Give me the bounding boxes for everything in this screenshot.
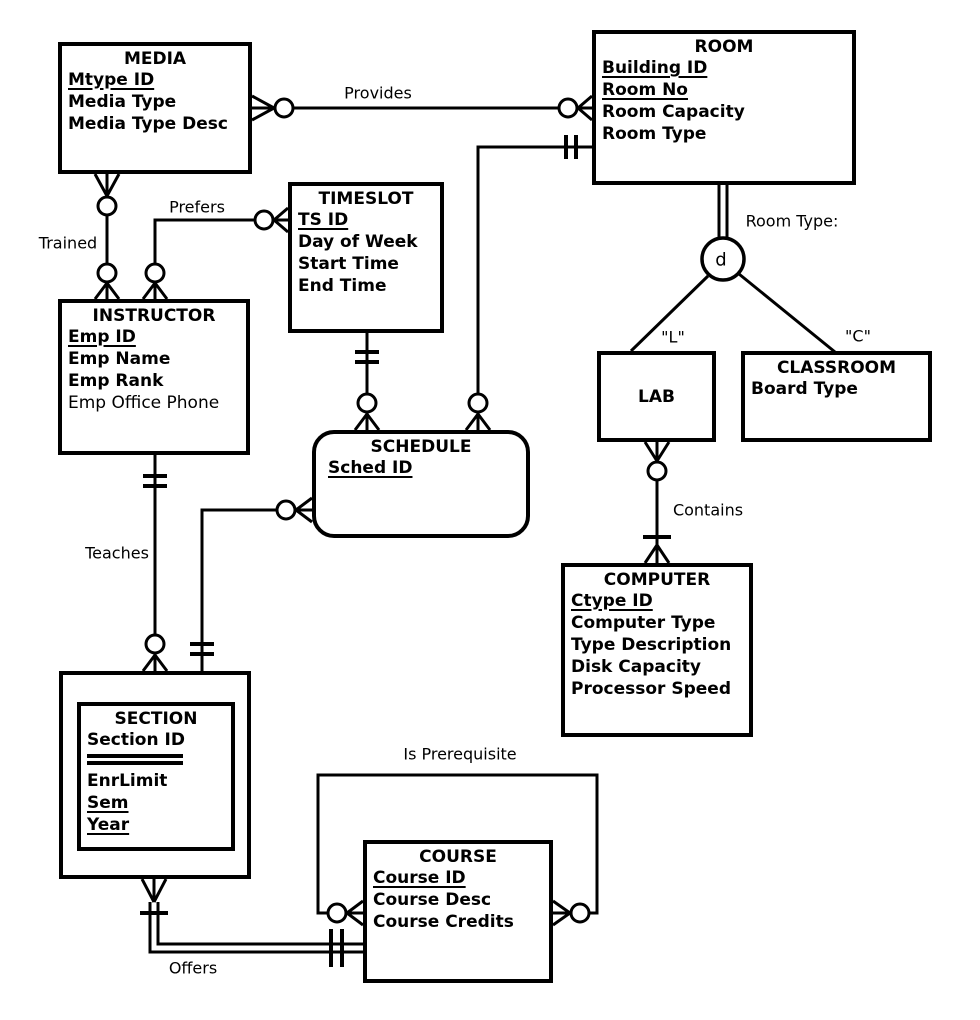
is-prerequisite-label: Is Prerequisite: [403, 744, 517, 764]
timeslot-attr-ts-id: TS ID: [298, 210, 349, 230]
computer-attr-type-description: Type Description: [571, 635, 732, 655]
room-attr-building-id: Building ID: [602, 58, 708, 78]
contains-label: Contains: [672, 500, 744, 520]
entity-lab-title: LAB: [638, 386, 675, 407]
entity-course-title: COURSE: [419, 847, 497, 867]
prefers-label: Prefers: [169, 197, 225, 217]
provides-connector: [251, 94, 593, 122]
computer-attr-computer-type: Computer Type: [571, 613, 716, 633]
subtype-discriminator-label: d: [715, 249, 727, 271]
entity-media: MEDIA Mtype ID Media Type Media Type Des…: [58, 42, 252, 174]
room-attr-room-capacity: Room Capacity: [602, 102, 745, 122]
entity-lab: LAB: [597, 351, 716, 442]
instructor-attr-emp-office-phone: Emp Office Phone: [68, 393, 220, 413]
room-attr-room-type: Room Type: [602, 124, 707, 144]
media-attr-media-type: Media Type: [68, 92, 177, 112]
teaches-connector: [141, 455, 169, 672]
teaches-label: Teaches: [85, 543, 149, 563]
section-attr-enrlimit: EnrLimit: [87, 771, 168, 791]
entity-timeslot: TIMESLOT TS ID Day of Week Start Time En…: [288, 182, 444, 333]
instructor-attr-emp-rank: Emp Rank: [68, 371, 164, 391]
timeslot-attr-end-time: End Time: [298, 276, 387, 296]
media-attr-media-type-desc: Media Type Desc: [68, 114, 228, 134]
entity-computer-title: COMPUTER: [603, 570, 711, 590]
offers-label: Offers: [168, 958, 218, 978]
trained-label: Trained: [38, 233, 98, 253]
schedule-attr-sched-id: Sched ID: [328, 458, 413, 478]
instructor-attr-emp-id: Emp ID: [68, 327, 136, 347]
section-id-double-underline: [87, 754, 183, 765]
timeslot-attr-day-of-week: Day of Week: [298, 232, 418, 252]
provides-label: Provides: [344, 83, 412, 103]
lab-code-label: "L": [661, 327, 685, 347]
schedule-section-connector: [190, 496, 313, 671]
room-type-label: Room Type:: [745, 211, 839, 231]
room-schedule-connector: [464, 135, 592, 431]
entity-section-outer: SECTION Section ID EnrLimit Sem Year: [59, 671, 251, 879]
entity-classroom-title: CLASSROOM: [776, 358, 897, 378]
entity-section: SECTION Section ID EnrLimit Sem Year: [77, 702, 235, 851]
timeslot-schedule-connector: [353, 333, 381, 431]
timeslot-attr-start-time: Start Time: [298, 254, 399, 274]
entity-course: COURSE Course ID Course Desc Course Cred…: [363, 840, 553, 983]
instructor-attr-emp-name: Emp Name: [68, 349, 171, 369]
media-attr-mtype-id: Mtype ID: [68, 70, 155, 90]
course-attr-course-id: Course ID: [373, 868, 466, 888]
prefers-connector: [141, 206, 289, 300]
section-attr-section-id: Section ID: [87, 730, 185, 750]
computer-attr-disk-capacity: Disk Capacity: [571, 657, 701, 677]
entity-classroom: CLASSROOM Board Type: [741, 351, 932, 442]
entity-instructor-title: INSTRUCTOR: [92, 306, 216, 326]
entity-media-title: MEDIA: [123, 49, 187, 69]
entity-computer: COMPUTER Ctype ID Computer Type Type Des…: [561, 563, 753, 737]
trained-connector: [93, 173, 121, 300]
entity-schedule: SCHEDULE Sched ID: [312, 430, 530, 538]
section-attr-sem: Sem: [87, 793, 129, 813]
course-attr-course-credits: Course Credits: [373, 912, 514, 932]
entity-room-title: ROOM: [694, 37, 754, 57]
entity-section-title: SECTION: [114, 709, 198, 729]
contains-connector: [643, 441, 671, 564]
computer-attr-ctype-id: Ctype ID: [571, 591, 653, 611]
entity-timeslot-title: TIMESLOT: [318, 189, 414, 209]
entity-instructor: INSTRUCTOR Emp ID Emp Name Emp Rank Emp …: [58, 299, 250, 455]
classroom-code-label: "C": [845, 326, 871, 346]
entity-room: ROOM Building ID Room No Room Capacity R…: [592, 30, 856, 185]
room-attr-room-no: Room No: [602, 80, 688, 100]
room-subtype-connector: [629, 185, 836, 354]
is-prerequisite-connector: [316, 773, 599, 927]
course-attr-course-desc: Course Desc: [373, 890, 492, 910]
computer-attr-processor-speed: Processor Speed: [571, 679, 731, 699]
classroom-attr-board-type: Board Type: [751, 379, 858, 399]
entity-schedule-title: SCHEDULE: [370, 437, 472, 457]
section-attr-year: Year: [87, 815, 130, 835]
offers-connector: [140, 878, 363, 967]
